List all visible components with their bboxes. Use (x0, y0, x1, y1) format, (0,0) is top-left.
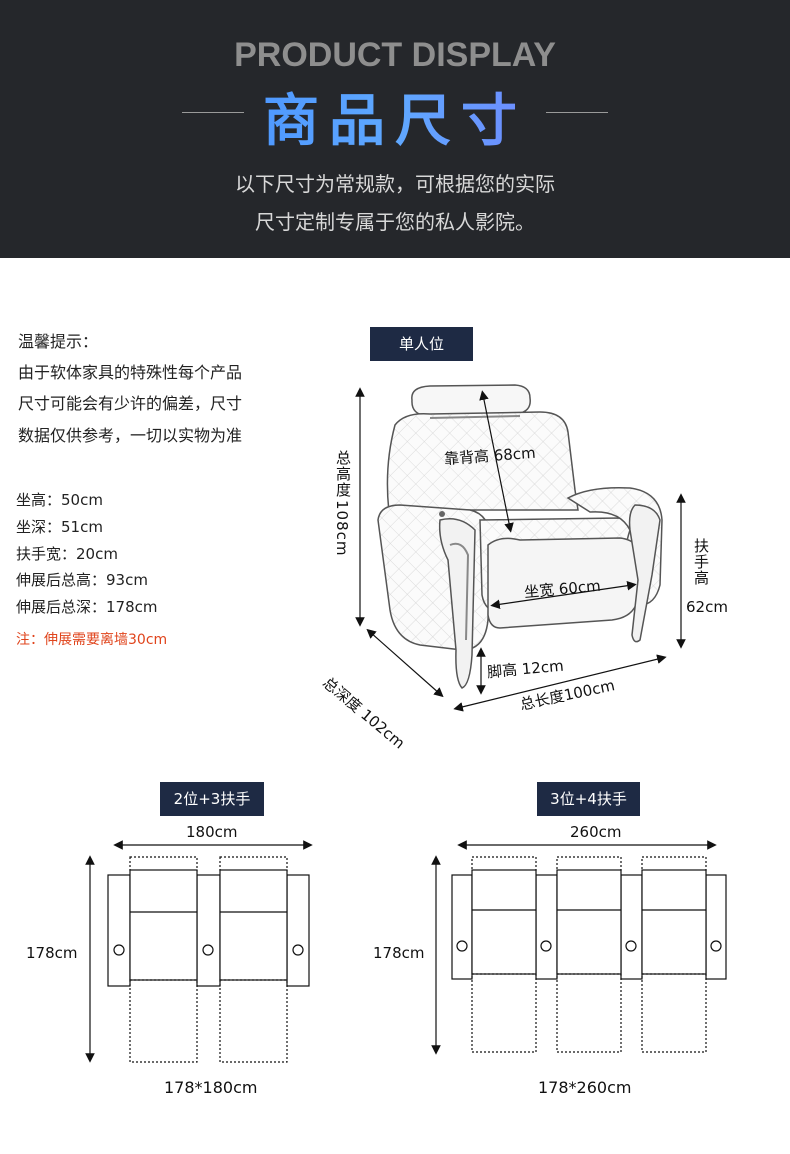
armrest-height-label: 扶手高 (692, 538, 710, 586)
spec-extended-depth: 伸展后总深：178cm (16, 598, 158, 616)
title-divider-right (546, 112, 608, 113)
single-seat-badge: 单人位 (370, 327, 473, 361)
tips-line: 尺寸可能会有少许的偏差，尺寸 (18, 394, 243, 413)
tips-line: 数据仅供参考，一切以实物为准 (18, 426, 243, 445)
spec-extended-height: 伸展后总高：93cm (16, 571, 148, 589)
english-title: PRODUCT DISPLAY (234, 36, 556, 74)
spec-seat-depth: 坐深：51cm (16, 518, 103, 536)
subtitle-line-1: 以下尺寸为常规款，可根据您的实际 (235, 172, 555, 196)
tips-line: 由于软体家具的特殊性每个产品 (18, 363, 243, 382)
subtitle-line-2: 尺寸定制专属于您的私人影院。 (255, 210, 535, 234)
armrest-height-value: 62cm (686, 598, 728, 616)
two-seat-width: 180cm (186, 823, 238, 841)
header-banner: PRODUCT DISPLAY 商品尺寸 以下尺寸为常规款，可根据您的实际 尺寸… (0, 0, 790, 258)
three-seat-badge: 3位+4扶手 (537, 782, 640, 816)
chinese-title: 商品尺寸 (0, 76, 790, 157)
total-height-label: 总高度 (334, 450, 352, 498)
two-seat-badge: 2位+3扶手 (160, 782, 264, 816)
total-height-value: 108cm (333, 500, 351, 557)
title-divider-left (182, 112, 244, 113)
wall-clearance-note: 注：伸展需要离墙30cm (16, 632, 168, 648)
tips-title: 温馨提示： (18, 332, 99, 351)
spec-seat-height: 坐高：50cm (16, 491, 103, 509)
spec-armrest-width: 扶手宽：20cm (16, 545, 118, 563)
two-seat-size: 178*180cm (164, 1078, 258, 1097)
two-seat-depth: 178cm (26, 944, 78, 962)
three-seat-size: 178*260cm (538, 1078, 632, 1097)
three-seat-width: 260cm (570, 823, 622, 841)
three-seat-depth: 178cm (373, 944, 425, 962)
seat-layout-icon (85, 840, 313, 1063)
